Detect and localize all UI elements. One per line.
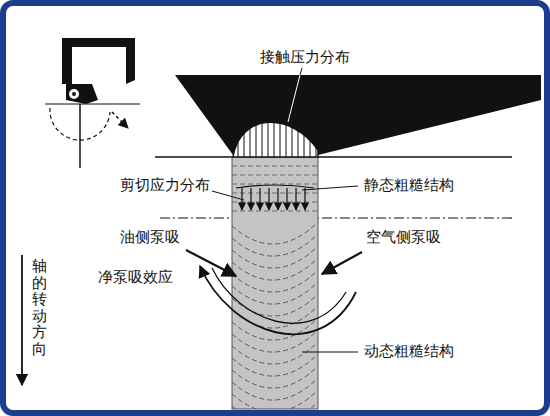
net-pumping-label: 净泵吸效应 (96, 268, 175, 286)
static-roughness-line (232, 184, 318, 185)
pressure-hatch-line (274, 110, 275, 157)
roughness-zone (232, 157, 318, 409)
shear-stress-arrow (304, 188, 305, 210)
oil-pumping-arrow (186, 250, 236, 276)
pressure-hatch-line (280, 110, 281, 157)
pressure-hatch-line (316, 110, 317, 157)
pressure-hatch-line (310, 110, 311, 157)
dynamic-roughness-label: 动态粗糙结构 (362, 342, 456, 360)
boundary-line (160, 217, 512, 218)
air-pumping-label: 空气侧泵吸 (364, 228, 443, 246)
dynamic-roughness-line (232, 390, 318, 409)
pressure-hatch-line (244, 110, 245, 157)
static-roughness-line (232, 166, 318, 167)
pressure-hatch-line (250, 110, 251, 157)
leader-line (302, 186, 358, 190)
shear-stress-arrow (250, 188, 251, 210)
dynamic-roughness-line (232, 258, 318, 280)
rotation-label: 轴的转动方向 (32, 258, 47, 357)
dynamic-roughness-line (232, 222, 318, 244)
shear-stress-curve (236, 185, 314, 188)
static-roughness-label: 静态粗糙结构 (362, 176, 456, 194)
dynamic-roughness-line (232, 342, 318, 364)
dynamic-roughness-line (232, 366, 318, 388)
spring-core (72, 92, 76, 96)
shaft-line (79, 104, 81, 168)
zoom-circle (50, 108, 110, 140)
roughness-texture (232, 166, 318, 409)
dynamic-roughness-line (232, 270, 318, 292)
pressure-hatch-line (262, 110, 263, 157)
pressure-hatch-line (298, 110, 299, 157)
leader-line (212, 191, 244, 200)
seal-case (62, 38, 135, 84)
dynamic-roughness-line (232, 282, 318, 304)
oil-pumping-label: 油侧泵吸 (118, 228, 182, 246)
pressure-hatch-line (286, 110, 287, 157)
dynamic-roughness-line (232, 246, 318, 268)
seal-lip-section (175, 75, 541, 155)
pressure-hatch-line (268, 110, 269, 157)
shear-stress-arrow (277, 188, 278, 210)
dynamic-roughness-line (232, 306, 318, 328)
shear-stress-arrow (259, 188, 260, 210)
dynamic-roughness-line (232, 294, 318, 316)
air-pumping-arrow (322, 252, 362, 274)
pressure-hatch-line (238, 110, 239, 157)
zoom-arrow (112, 112, 128, 128)
pressure-label: 接触压力分布 (258, 48, 352, 66)
spring (68, 88, 80, 100)
frame (3, 3, 547, 413)
leader-line (302, 352, 358, 353)
dynamic-roughness-line (232, 234, 318, 256)
static-roughness-line (232, 175, 318, 176)
shear-stress-arrow (286, 188, 287, 210)
shaft-surface (155, 156, 512, 158)
net-pumping-curve (212, 268, 346, 323)
dynamic-roughness-line (232, 354, 318, 376)
leader-line (288, 75, 300, 122)
seal-lip (66, 84, 98, 104)
pressure-hatch-line (256, 110, 257, 157)
shear-stress-arrows (242, 188, 305, 210)
contact-pressure-curve (233, 122, 318, 157)
shaft-surface (45, 104, 140, 105)
leader-line (300, 68, 302, 75)
shear-stress-arrow (295, 188, 296, 210)
pressure-hatch-line (304, 110, 305, 157)
shear-label: 剪切应力分布 (118, 176, 212, 194)
net-pumping-curve (200, 266, 356, 334)
rotation-arrow (21, 255, 23, 385)
shear-stress-arrow (268, 188, 269, 210)
static-roughness-line (232, 211, 318, 212)
dynamic-roughness-line (232, 378, 318, 400)
dynamic-roughness-line (232, 402, 318, 409)
pressure-hatch-line (292, 110, 293, 157)
pressure-hatch (238, 110, 316, 157)
seal-icon (45, 38, 140, 168)
